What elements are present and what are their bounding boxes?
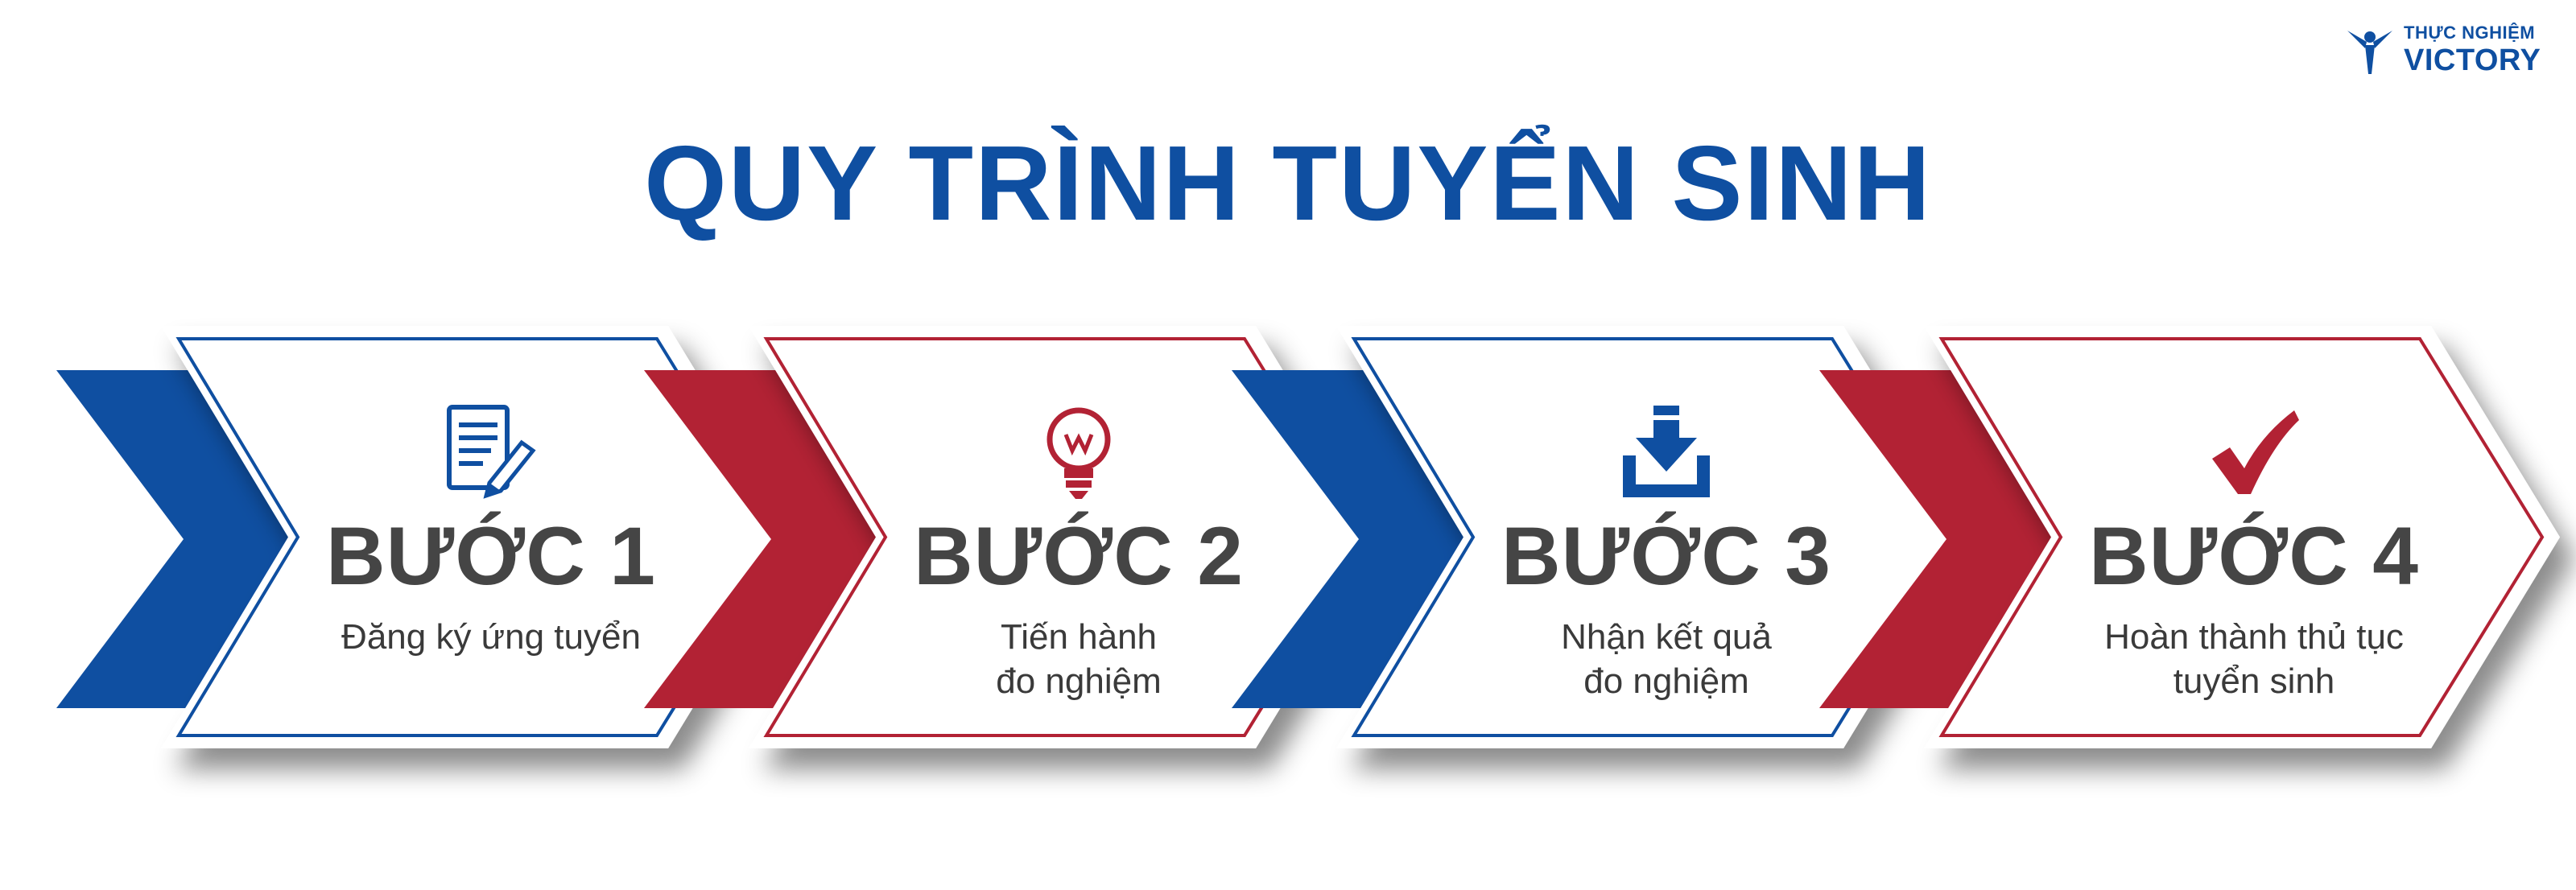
victory-figure-icon [2347, 31, 2392, 74]
checkmark-icon [2206, 402, 2302, 506]
card-outline-3 [1351, 337, 1957, 737]
page-title: QUY TRÌNH TUYỂN SINH [644, 124, 1932, 242]
step-description: Hoàn thành thủ tục tuyển sinh [2104, 617, 2404, 701]
step-label: BƯỚC 3 [1501, 510, 1831, 602]
card-outline-4 [1938, 337, 2545, 737]
logo-line-2: VICTORY [2404, 43, 2541, 77]
card-3 [1336, 326, 1972, 748]
step-description: Tiến hành đo nghiệm [996, 617, 1162, 701]
lightbulb-icon [1030, 402, 1127, 506]
download-tray-icon [1618, 402, 1715, 506]
logo: THỰC NGHIỆM VICTORY [2344, 24, 2541, 76]
card-outline-2 [763, 337, 1369, 737]
step-label: BƯỚC 2 [913, 510, 1244, 602]
card-4 [1924, 326, 2560, 748]
step-label: BƯỚC 4 [2088, 510, 2419, 602]
step-label: BƯỚC 1 [325, 510, 656, 602]
step-description: Nhận kết quả đo nghiệm [1561, 617, 1772, 701]
card-1 [161, 326, 797, 748]
step-description: Đăng ký ứng tuyển [341, 617, 641, 657]
card-2 [749, 326, 1385, 748]
card-outline-1 [175, 337, 782, 737]
document-pen-icon [443, 402, 539, 506]
logo-line-1: THỰC NGHIỆM [2404, 23, 2536, 43]
